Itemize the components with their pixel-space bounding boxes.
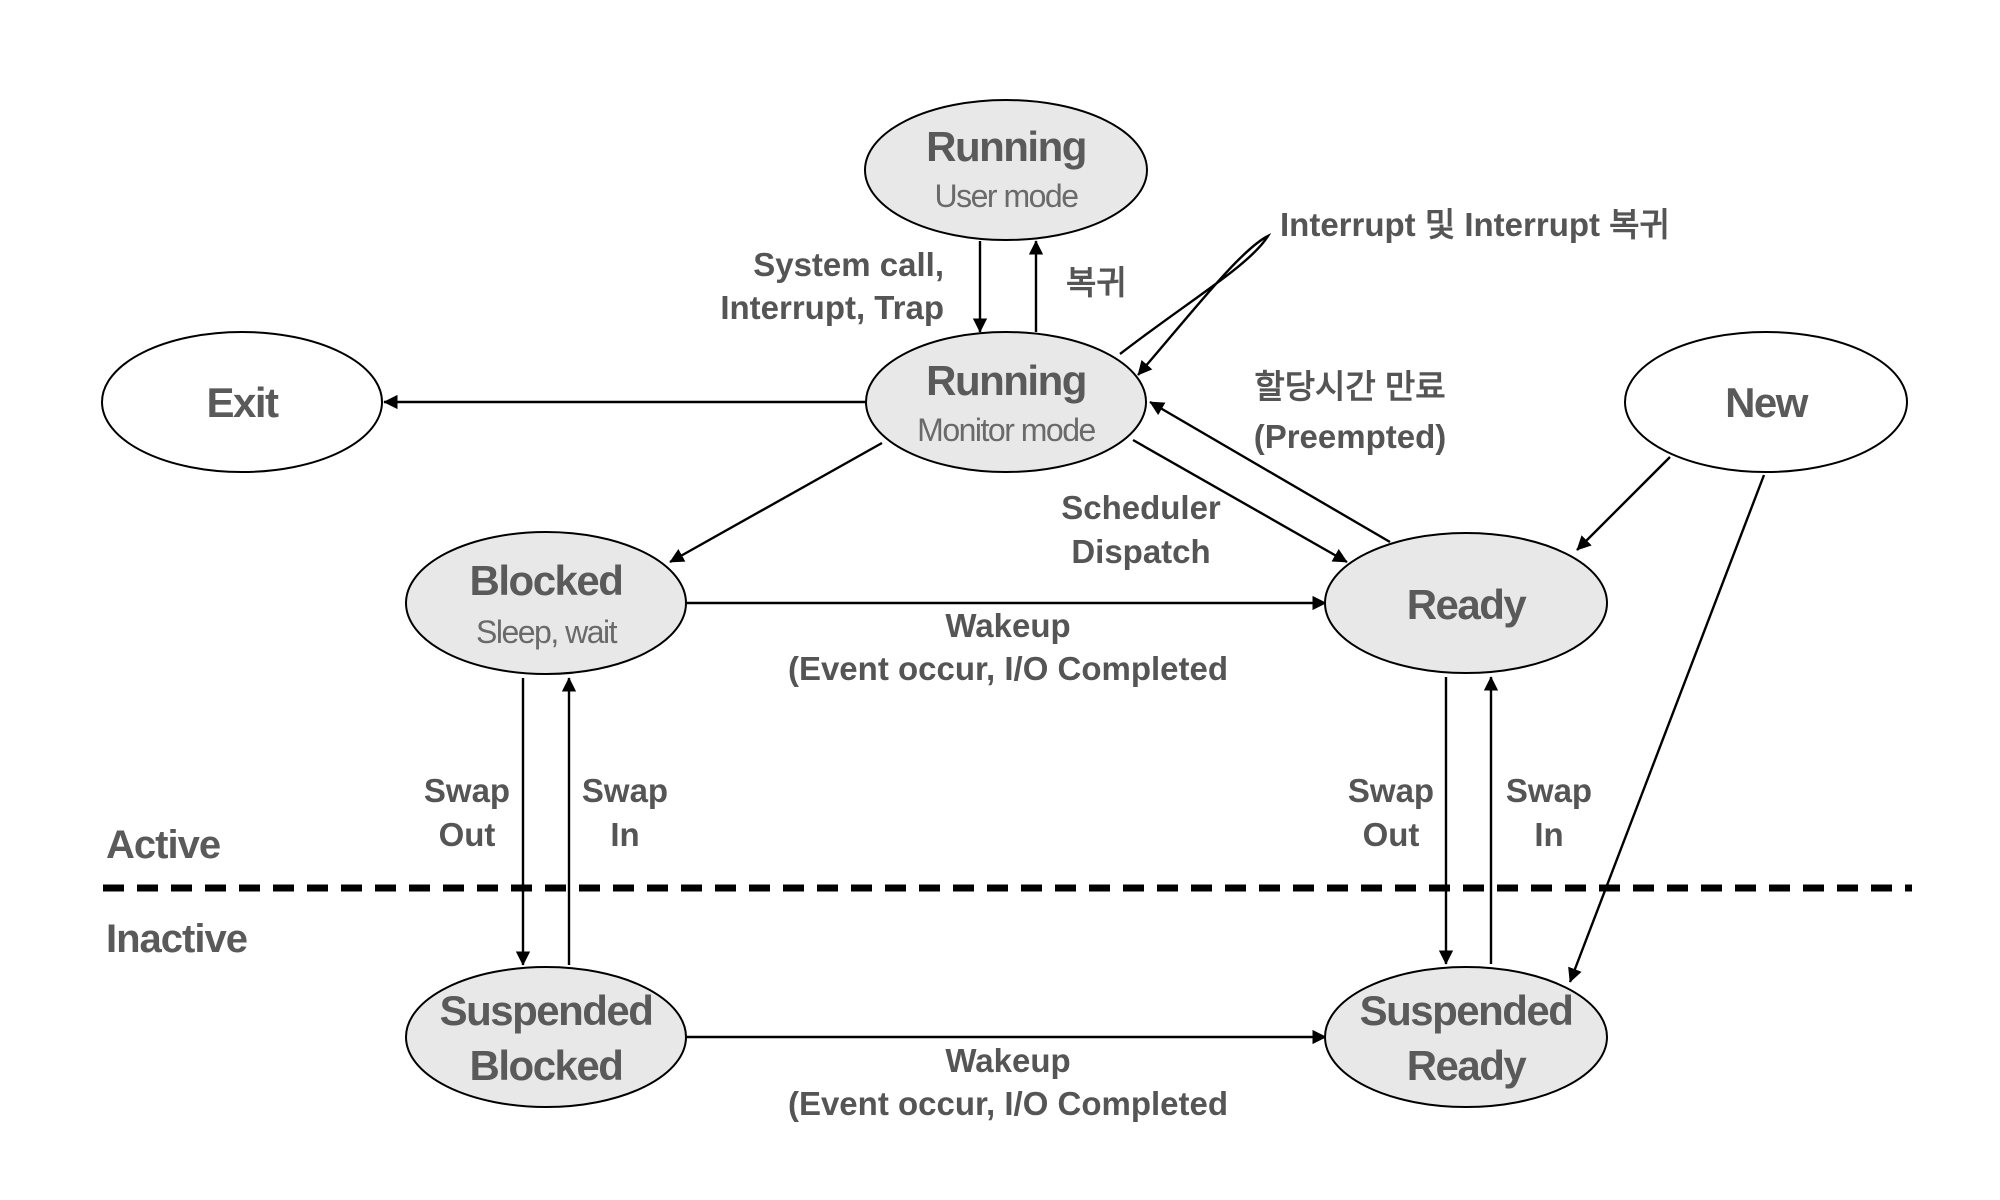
label-swap-out-left-line2: Out [439,816,496,853]
label-system-call-line1: System call, [753,246,944,283]
state-blocked-title: Blocked [470,557,623,604]
region-label-active: Active [106,823,220,867]
state-suspended-blocked-line1: Suspended [440,987,653,1034]
state-suspended-ready-line2: Ready [1407,1042,1528,1089]
state-running-user-sub: User mode [935,178,1079,214]
state-running-user: Running User mode [864,99,1148,241]
label-dispatch-line2: Dispatch [1071,533,1210,570]
label-swap-in-right-line2: In [1534,816,1563,853]
state-running-user-title: Running [926,123,1086,170]
state-running-monitor-sub: Monitor mode [917,412,1095,448]
label-wakeup-inactive-line2: (Event occur, I/O Completed [788,1085,1228,1122]
state-exit: Exit [101,331,383,473]
state-suspended-blocked: Suspended Blocked [405,966,687,1108]
region-label-inactive: Inactive [106,917,247,961]
state-suspended-ready: Suspended Ready [1324,966,1608,1108]
label-wakeup-inactive-line1: Wakeup [945,1042,1070,1079]
state-new-title: New [1725,379,1809,426]
state-new: New [1624,331,1908,473]
edge-interrupt-loop [1119,233,1272,376]
label-preempted-line1: 할당시간 만료 [1254,368,1445,405]
label-swap-in-left-line2: In [610,816,639,853]
state-blocked-sub: Sleep, wait [476,614,618,650]
state-running-monitor: Running Monitor mode [865,331,1147,473]
label-dispatch-line1: Scheduler [1061,489,1221,526]
label-swap-in-left-line1: Swap [582,772,668,809]
label-wakeup-active-line1: Wakeup [945,607,1070,644]
state-blocked: Blocked Sleep, wait [405,531,687,675]
edge-new-to-ready [1576,456,1671,551]
edge-ready-to-monitor [1149,400,1391,544]
label-swap-out-right-line2: Out [1363,816,1420,853]
edge-monitor-to-blocked [669,441,883,564]
label-system-call-line2: Interrupt, Trap [720,289,944,326]
label-preempted-line2: (Preempted) [1254,418,1447,455]
label-swap-out-left-line1: Swap [424,772,510,809]
edge-monitor-to-ready [1132,438,1348,564]
label-swap-in-right-line1: Swap [1506,772,1592,809]
label-wakeup-active-line2: (Event occur, I/O Completed [788,650,1228,687]
state-exit-title: Exit [206,379,279,426]
label-return: 복귀 [1066,264,1127,301]
state-ready: Ready [1324,532,1608,674]
state-suspended-blocked-line2: Blocked [470,1042,623,1089]
state-ready-title: Ready [1407,581,1528,628]
state-suspended-ready-line1: Suspended [1360,987,1573,1034]
edge-new-to-suspended-ready [1568,474,1766,983]
label-swap-out-right-line1: Swap [1348,772,1434,809]
label-interrupt: Interrupt 및 Interrupt 복귀 [1280,206,1670,243]
state-running-monitor-title: Running [926,357,1086,404]
